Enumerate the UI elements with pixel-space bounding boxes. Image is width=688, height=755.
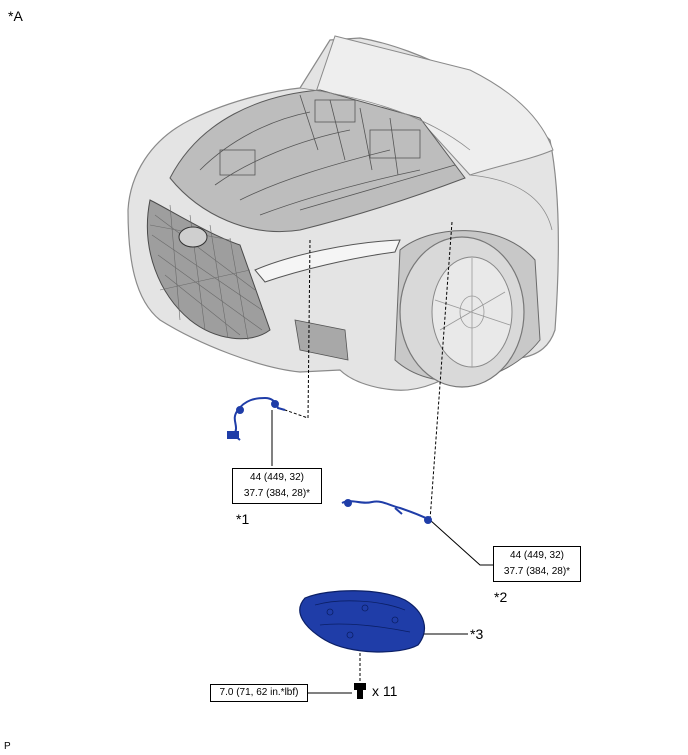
headlight — [254, 239, 401, 283]
leader-torque-2 — [429, 519, 493, 566]
footer-mark: P — [4, 741, 11, 752]
leader-lines — [271, 221, 493, 694]
torque-2-line1: 44 (449, 32) — [510, 550, 564, 561]
torque-2-line2: 37.7 (384, 28)* — [503, 566, 571, 577]
torque-box-2: 44 (449, 32) 37.7 (384, 28)* — [493, 546, 581, 582]
torque-1-line2: 37.7 (384, 28)* — [243, 488, 311, 499]
sensor-harness-2 — [341, 499, 432, 524]
sensor-harness-1 — [227, 396, 286, 441]
torque-3-line1: 7.0 (71, 62 in.*lbf) — [219, 687, 299, 698]
bolt-icon — [354, 683, 366, 699]
hood — [314, 35, 554, 176]
callout-2: *2 — [494, 589, 508, 605]
car-illustration — [127, 35, 559, 391]
torque-box-1: 44 (449, 32) 37.7 (384, 28)* — [232, 468, 322, 504]
emblem — [178, 226, 208, 248]
bolt-quantity: x 11 — [372, 683, 398, 699]
torque-box-3: 7.0 (71, 62 in.*lbf) — [210, 684, 308, 702]
spindle-grille — [146, 199, 271, 340]
view-label: *A — [8, 8, 23, 24]
lower-intake — [294, 319, 349, 361]
callout-1: *1 — [236, 511, 250, 527]
torque-1-line1: 44 (449, 32) — [250, 472, 304, 483]
engine-under-cover — [299, 590, 426, 653]
callout-3: *3 — [470, 626, 484, 642]
